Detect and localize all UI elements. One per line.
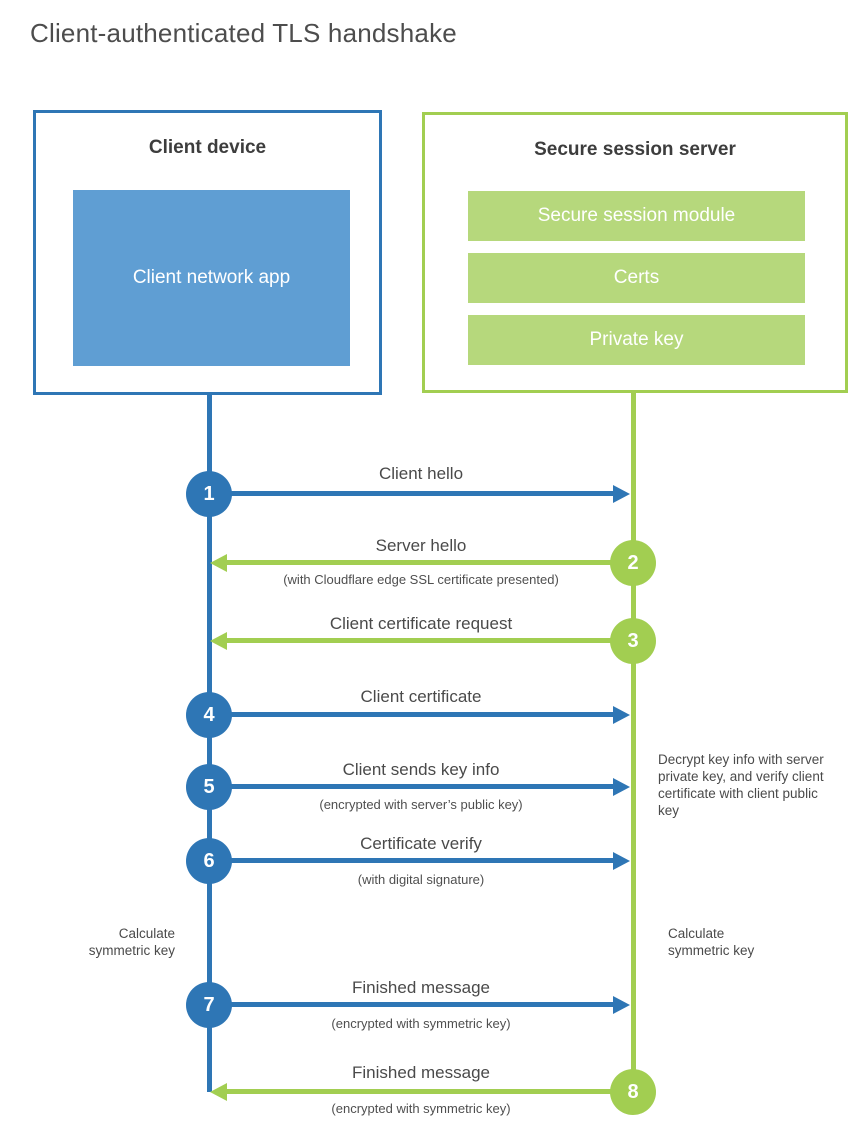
step-2-arrowhead-icon [210, 554, 227, 572]
step-1-arrowhead-icon [613, 485, 630, 503]
client-lifeline [207, 395, 212, 1092]
step-1-number-badge: 1 [186, 471, 232, 517]
server-decrypt-note: Decrypt key info with server private key… [658, 752, 824, 818]
step-3-number-badge: 3 [610, 618, 656, 664]
step-8-arrow [227, 1089, 633, 1094]
step-7-label: Finished message [352, 978, 490, 997]
server-title: Secure session server [534, 139, 736, 160]
step-5-sublabel: (encrypted with server’s public key) [319, 797, 523, 812]
step-8-number-badge: 8 [610, 1069, 656, 1115]
step-4-arrowhead-icon [613, 706, 630, 724]
step-2-arrow [227, 560, 633, 565]
step-3-label: Client certificate request [329, 614, 513, 633]
step-7-number-badge: 7 [186, 982, 232, 1028]
server-module-certs: Certs [468, 253, 805, 303]
client-network-app-label: Client network app [132, 267, 291, 288]
step-8-label: Finished message [352, 1063, 490, 1082]
step-6-number-badge: 6 [186, 838, 232, 884]
step-7-arrow [209, 1002, 614, 1007]
step-6-arrow [209, 858, 614, 863]
step-5-arrowhead-icon [613, 778, 630, 796]
server-calc-note: Calculate symmetric key [668, 926, 755, 958]
client-device-title: Client device [148, 137, 267, 158]
client-device-box: Client device Client network app [33, 110, 382, 395]
server-lifeline [631, 393, 636, 1093]
step-6-arrowhead-icon [613, 852, 630, 870]
step-6-label: Certificate verify [360, 834, 482, 853]
client-calc-note: Calculate symmetric key [88, 926, 175, 958]
step-2-sublabel: (with Cloudflare edge SSL certificate pr… [283, 572, 559, 587]
step-6-sublabel: (with digital signature) [357, 872, 485, 887]
step-8-sublabel: (encrypted with symmetric key) [331, 1101, 511, 1116]
step-4-label: Client certificate [360, 687, 482, 706]
step-5-arrow [209, 784, 614, 789]
page-title: Client-authenticated TLS handshake [30, 18, 457, 48]
server-module-private-key: Private key [468, 315, 805, 365]
step-7-sublabel: (encrypted with symmetric key) [331, 1016, 511, 1031]
server-box: Secure session server Secure session mod… [422, 112, 848, 393]
step-5-number-badge: 5 [186, 764, 232, 810]
step-7-arrowhead-icon [613, 996, 630, 1014]
step-8-arrowhead-icon [210, 1083, 227, 1101]
step-3-arrow [227, 638, 633, 643]
step-2-label: Server hello [375, 536, 467, 555]
client-network-app-box: Client network app [73, 190, 350, 366]
step-4-number-badge: 4 [186, 692, 232, 738]
step-5-label: Client sends key info [342, 760, 500, 779]
step-3-arrowhead-icon [210, 632, 227, 650]
step-1-label: Client hello [378, 464, 464, 483]
step-2-number-badge: 2 [610, 540, 656, 586]
step-4-arrow [209, 712, 614, 717]
server-module-secure-session: Secure session module [468, 191, 805, 241]
step-1-arrow [209, 491, 614, 496]
